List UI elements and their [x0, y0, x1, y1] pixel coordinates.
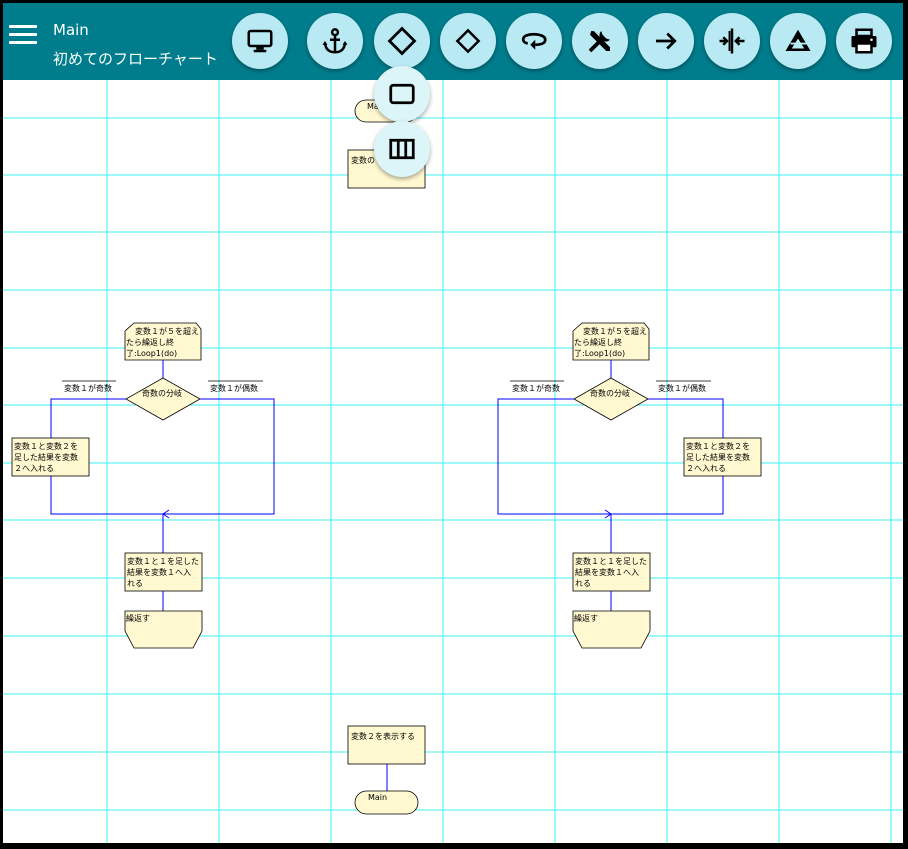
bottom-terminal[interactable]: [354, 790, 419, 815]
app-header: Main 初めてのフローチャート: [3, 3, 903, 80]
page-subtitle: 初めてのフローチャート: [53, 50, 218, 68]
right-branch-even: 変数１が偶数: [658, 383, 706, 393]
monitor-icon: [247, 29, 273, 53]
left-repeat-label: 繰返す: [126, 613, 150, 623]
bottom-process[interactable]: [347, 725, 426, 765]
top-process-label: 変数の: [351, 155, 375, 165]
left-increment[interactable]: [124, 552, 203, 592]
decision-button[interactable]: [374, 13, 430, 69]
right-loop-label-2: たら繰返し終: [574, 337, 622, 347]
left-process-label-1: 変数１と変数２を: [14, 441, 78, 451]
columns-icon: [389, 138, 415, 160]
flowchart-canvas[interactable]: Main 変数の 変数１が５を超え たら繰返し終 了:Loop1(do) 奇数の…: [3, 59, 903, 843]
right-process-label-3: ２へ入れる: [686, 464, 726, 473]
right-process-label-2: 足した結果を変数: [686, 452, 750, 462]
loop-button[interactable]: [506, 13, 562, 69]
right-decision-label: 奇数の分岐: [590, 388, 630, 398]
printer-icon: [851, 28, 877, 54]
left-loop-label-2: たら繰返し終: [126, 337, 174, 347]
right-decision[interactable]: [573, 377, 649, 421]
arrow-right-icon: [656, 32, 677, 50]
left-branch-odd: 変数１が奇数: [64, 383, 112, 393]
left-flowchart: 変数１が５を超え たら繰返し終 了:Loop1(do) 奇数の分岐 変数１が奇数…: [11, 322, 275, 649]
left-decision[interactable]: [125, 377, 201, 421]
right-loop-label-1: 変数１が５を超え: [583, 326, 647, 336]
bottom-process-label: 変数２を表示する: [351, 731, 415, 741]
right-loop-start[interactable]: [572, 322, 650, 361]
split-button[interactable]: [704, 13, 760, 69]
diamond-outline-icon: [455, 28, 481, 54]
diamond-icon: [387, 26, 417, 56]
flowchart-svg[interactable]: Main 変数の 変数１が５を超え たら繰返し終 了:Loop1(do) 奇数の…: [3, 59, 903, 843]
right-process[interactable]: [683, 437, 762, 477]
left-process-label-2: 足した結果を変数: [14, 452, 78, 462]
loop-icon: [521, 32, 547, 50]
right-flowchart: 変数１が５を超え たら繰返し終 了:Loop1(do) 奇数の分岐 変数１が奇数…: [497, 322, 762, 649]
right-increment[interactable]: [572, 552, 651, 592]
right-increment-label-1: 変数１と１を足した: [575, 556, 647, 566]
right-process-label-1: 変数１と変数２を: [686, 441, 750, 451]
right-increment-label-3: れる: [575, 579, 591, 588]
anchor-button[interactable]: [307, 13, 363, 69]
left-loop-label-3: 了:Loop1(do): [126, 349, 177, 358]
left-process-label-3: ２へ入れる: [14, 464, 54, 473]
triangle-button[interactable]: [770, 13, 826, 69]
left-loop-label-1: 変数１が５を超え: [135, 326, 199, 336]
tools-icon: [588, 31, 610, 53]
right-loop-end[interactable]: [572, 610, 651, 649]
left-loop-start[interactable]: [124, 322, 202, 361]
left-process[interactable]: [11, 437, 90, 477]
page-title: Main: [53, 21, 89, 39]
tools-button[interactable]: [572, 13, 628, 69]
app-window: Main 初めてのフローチャート: [3, 3, 903, 843]
left-branch-even: 変数１が偶数: [210, 383, 258, 393]
left-loop-end[interactable]: [124, 610, 203, 649]
anchor-icon: [322, 28, 348, 54]
split-icon: [719, 28, 745, 54]
rectangle-shape-button[interactable]: [374, 66, 430, 122]
right-increment-label-2: 結果を変数１へ入: [575, 567, 639, 577]
hamburger-menu-icon[interactable]: [9, 25, 37, 49]
right-repeat-label: 繰返す: [574, 613, 598, 623]
left-increment-label-1: 変数１と１を足した: [127, 556, 199, 566]
triangle-icon: [785, 29, 811, 51]
rectangle-icon: [389, 83, 415, 105]
left-decision-label: 奇数の分岐: [142, 388, 182, 398]
arrow-button[interactable]: [638, 13, 694, 69]
bottom-terminal-label: Main: [368, 793, 387, 802]
left-increment-label-3: れる: [127, 579, 143, 588]
right-loop-label-3: 了:Loop1(do): [574, 349, 625, 358]
left-increment-label-2: 結果を変数１へ入: [127, 567, 191, 577]
right-branch-odd: 変数１が奇数: [512, 383, 560, 393]
columns-shape-button[interactable]: [374, 121, 430, 177]
monitor-button[interactable]: [232, 13, 288, 69]
print-button[interactable]: [836, 13, 892, 69]
decision-outline-button[interactable]: [440, 13, 496, 69]
